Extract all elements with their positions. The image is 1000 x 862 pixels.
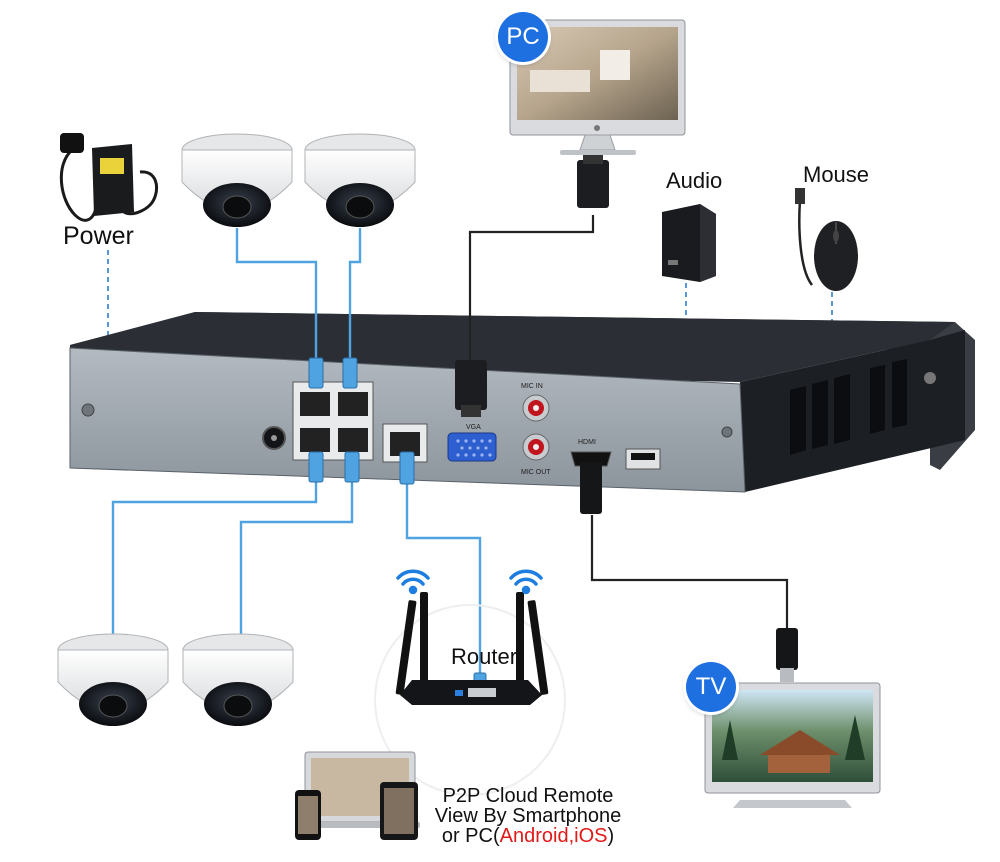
p2p-line-2: View By Smartphone: [434, 805, 622, 827]
vga-connector-pc: [577, 150, 609, 208]
dome-camera-bottom-right: [182, 633, 294, 726]
mic-out-label: MIC OUT: [521, 469, 551, 476]
mouse-icon: [795, 188, 858, 291]
hdmi-port-label: HDMI: [578, 439, 596, 446]
tv-icon: [704, 682, 881, 808]
wifi-icon-left: [396, 569, 430, 595]
poe-cables: [111, 228, 482, 682]
mic-in-label: MIC IN: [521, 383, 543, 390]
vga-port-label: VGA: [466, 424, 481, 431]
p2p-line-3-suffix: ): [607, 825, 615, 847]
audio-label: Audio: [666, 168, 723, 193]
speaker-icon: [662, 204, 716, 282]
nvr-recorder: [69, 312, 975, 493]
hdmi-connector-nvr: [580, 462, 602, 514]
dome-camera-top-left: [181, 133, 293, 227]
hdmi-cable: [590, 515, 789, 632]
wifi-icon-right: [509, 569, 543, 595]
p2p-line-1: P2P Cloud Remote: [442, 785, 614, 807]
dome-camera-top-right: [304, 133, 416, 227]
router-label: Router: [451, 644, 518, 669]
tv-badge: TV: [686, 662, 736, 712]
pc-badge: PC: [498, 12, 548, 62]
dome-camera-bottom-left: [57, 633, 169, 726]
p2p-cloud-caption: P2P Cloud Remote View By Smartphone or P…: [413, 786, 643, 846]
vga-connector-nvr: [455, 360, 487, 417]
remote-devices-icon: [295, 751, 420, 840]
p2p-line-3-prefix: or PC(: [441, 825, 500, 847]
vga-cable: [468, 215, 595, 368]
power-label: Power: [63, 222, 134, 250]
mouse-label: Mouse: [803, 162, 870, 187]
power-adapter-icon: [59, 133, 159, 222]
p2p-platforms-highlight: Android,iOS: [499, 825, 608, 847]
p2p-line-3: or PC(Android,iOS): [413, 826, 643, 846]
hdmi-connector-tv: [776, 628, 798, 682]
router-icon: [374, 592, 566, 796]
